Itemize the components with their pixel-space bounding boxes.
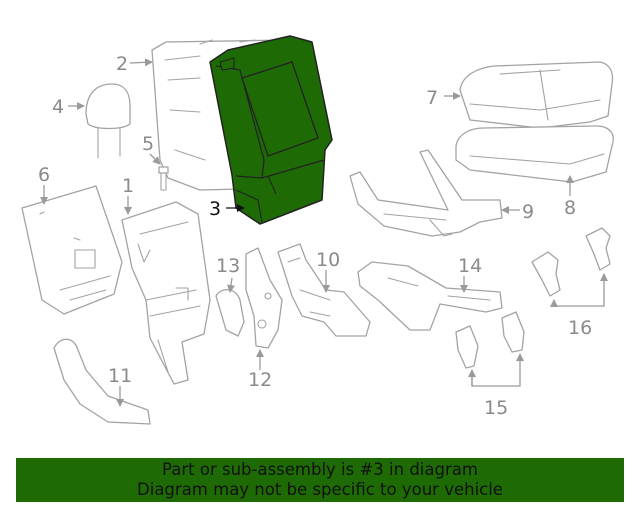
- callout-16[interactable]: 16: [568, 317, 592, 339]
- notice-line-1: Part or sub-assembly is #3 in diagram: [162, 460, 478, 479]
- leader-lines: [40, 58, 608, 407]
- callout-2[interactable]: 2: [116, 53, 128, 75]
- callout-5[interactable]: 5: [142, 133, 154, 155]
- part-1-seat-back-frame[interactable]: [121, 201, 211, 385]
- callout-3[interactable]: 3: [209, 198, 221, 220]
- part-14-rail[interactable]: [357, 261, 503, 331]
- callout-14[interactable]: 14: [458, 255, 482, 277]
- part-7-seat-cushion[interactable]: [459, 61, 614, 129]
- callout-1[interactable]: 1: [122, 175, 134, 197]
- part-12-hinge-bracket[interactable]: [245, 247, 283, 349]
- part-5-bolt[interactable]: [158, 166, 169, 191]
- parts-diagram: 2 3 4 5 6 1 7 8 9 10 11 12 13 14 15 16: [21, 35, 614, 425]
- callout-13[interactable]: 13: [216, 255, 240, 277]
- callout-7[interactable]: 7: [426, 87, 438, 109]
- callout-labels: 2 3 4 5 6 1 7 8 9 10 11 12 13 14 15 16: [38, 53, 592, 419]
- callout-11[interactable]: 11: [108, 365, 132, 387]
- callout-8[interactable]: 8: [564, 197, 576, 219]
- callout-4[interactable]: 4: [52, 96, 64, 118]
- notice-banner: Part or sub-assembly is #3 in diagram Di…: [16, 458, 624, 502]
- part-3-seat-back-cushion[interactable]: [209, 35, 333, 225]
- part-9-seat-frame[interactable]: [349, 149, 503, 237]
- part-4-headrest[interactable]: [85, 83, 131, 159]
- callout-15[interactable]: 15: [484, 397, 508, 419]
- part-6-back-panel[interactable]: [21, 185, 123, 315]
- part-15-brackets[interactable]: [455, 311, 525, 369]
- callout-12[interactable]: 12: [248, 369, 272, 391]
- part-16-clips[interactable]: [531, 227, 611, 297]
- callout-6[interactable]: 6: [38, 164, 50, 186]
- callout-10[interactable]: 10: [316, 249, 340, 271]
- notice-line-2: Diagram may not be specific to your vehi…: [137, 480, 503, 499]
- part-8-cushion-pad[interactable]: [455, 125, 614, 183]
- part-11-trim[interactable]: [53, 338, 151, 425]
- part-13-side-cover[interactable]: [215, 289, 245, 337]
- callout-9[interactable]: 9: [522, 201, 534, 223]
